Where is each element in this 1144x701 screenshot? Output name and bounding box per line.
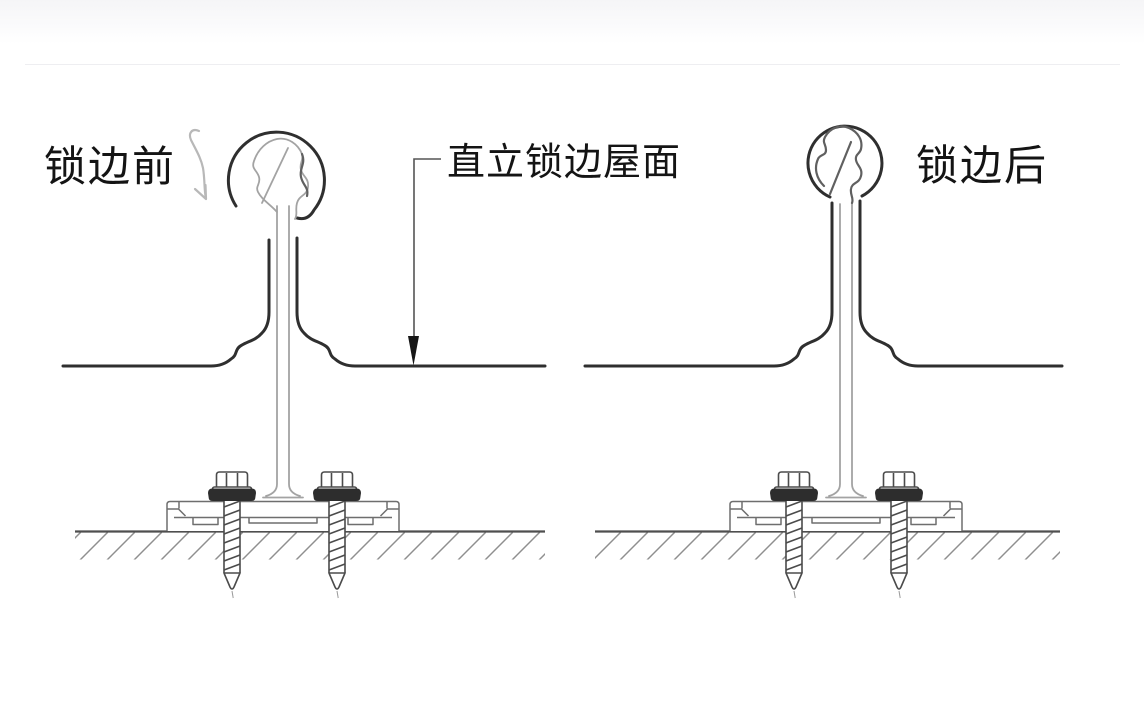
substrate-hatching: [75, 530, 545, 560]
roof-label-leader: [408, 158, 441, 366]
leader-arrowhead-icon: [408, 336, 419, 366]
male-head-profile: [252, 137, 309, 220]
rotation-arrow-icon: [188, 129, 208, 201]
seam-head-open: [226, 130, 326, 221]
female-curl-open: [226, 130, 326, 221]
male-head-dark-edge: [299, 152, 309, 198]
standing-seam-roof-label: 直立锁边屋面: [447, 142, 682, 184]
clip-tongue-rib: [825, 203, 867, 499]
roof-panel-profile: [583, 199, 1064, 368]
substrate-hatching: [595, 530, 1060, 560]
before-seam-drawing: [61, 129, 547, 599]
roof-panel-profile: [61, 236, 547, 368]
card-top-edge: [25, 64, 1120, 65]
top-gradient-band: [0, 0, 1144, 44]
after-seam-drawing: [583, 124, 1064, 599]
after-seam-label: 锁边后: [916, 142, 1049, 189]
seam-outer-circle: [806, 124, 884, 199]
seam-head-closed: [806, 124, 884, 205]
seam-inner-crimp: [814, 125, 863, 205]
before-seam-label: 锁边前: [44, 143, 177, 190]
clip-tongue-rib: [262, 205, 304, 499]
roof-clip: [729, 500, 963, 532]
fold-edge-line: [261, 147, 289, 204]
fold-edge-line: [828, 140, 853, 196]
roof-clip: [166, 500, 400, 532]
